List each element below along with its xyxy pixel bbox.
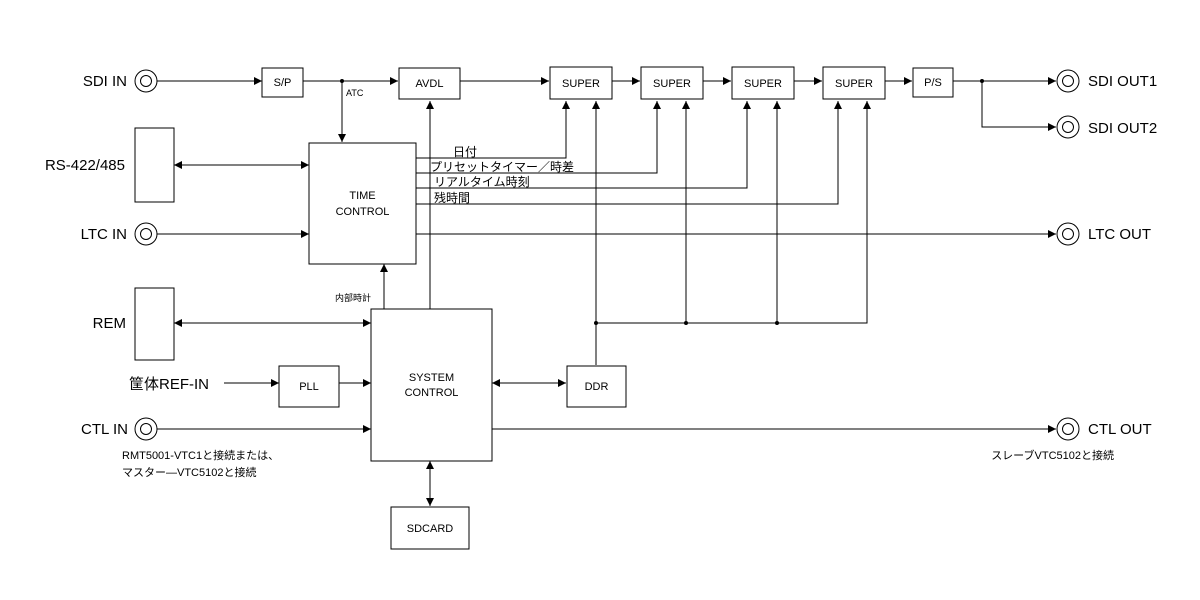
connectors <box>134 69 1080 441</box>
avdl-block <box>398 67 461 100</box>
ltc-out-connector-core-icon <box>1062 228 1074 240</box>
system-control-label-1: SYSTEM <box>409 372 454 384</box>
ltc-out-label: LTC OUT <box>1088 226 1151 243</box>
ctl-in-note-line-2: マスター—VTC5102と接続 <box>122 465 256 479</box>
super-label-1: SUPER <box>562 78 600 90</box>
junction-bus-3 <box>775 321 779 325</box>
ddr-label: DDR <box>585 381 609 393</box>
date-label: 日付 <box>453 145 477 159</box>
sdi-out2-label: SDI OUT2 <box>1088 120 1157 137</box>
super-block-3 <box>731 66 795 100</box>
sdi-out1-connector-core-icon <box>1062 75 1074 87</box>
internal-clock-label: 内部時計 <box>335 292 371 303</box>
wire-realtime-to-super3 <box>416 101 751 189</box>
ps-label: P/S <box>924 77 942 89</box>
wire-to-sdi-out2 <box>981 81 1056 131</box>
remaining-time-label: 残時間 <box>434 191 470 205</box>
ctl-out-note: スレーブVTC5102と接続 <box>991 448 1114 462</box>
super-block-1 <box>549 66 613 100</box>
sp-block <box>261 67 304 98</box>
ddr-block <box>566 365 627 408</box>
rem-connector-block <box>134 287 175 361</box>
ctl-in-note-line-1: RMT5001-VTC1と接続または、 <box>122 448 279 462</box>
wire-remaining-to-super4 <box>416 101 842 205</box>
super-label-4: SUPER <box>835 78 873 90</box>
atc-label: ATC <box>346 88 364 98</box>
ctl-out-label: CTL OUT <box>1088 421 1152 438</box>
ps-block <box>912 67 954 98</box>
sdi-in-label: SDI IN <box>83 73 127 90</box>
wires <box>157 77 1056 506</box>
sp-label: S/P <box>274 77 292 89</box>
preset-timer-label: プリセットタイマー／時差 <box>430 160 574 174</box>
super-block-2 <box>640 66 704 100</box>
sdi-out1-label: SDI OUT1 <box>1088 73 1157 90</box>
system-control-block <box>370 308 493 462</box>
time-control-label-1: TIME <box>349 190 375 202</box>
junction-atc <box>340 79 344 83</box>
sdi-in-connector-core-icon <box>140 75 152 87</box>
pll-label: PLL <box>299 381 319 393</box>
pll-block <box>278 365 340 408</box>
rem-label: REM <box>93 315 126 332</box>
sdcard-label: SDCARD <box>407 523 454 535</box>
time-control-label-2: CONTROL <box>336 206 390 218</box>
notes: RMT5001-VTC1と接続または、 マスター—VTC5102と接続 スレーブ… <box>122 448 1114 479</box>
ctl-in-label: CTL IN <box>81 421 128 438</box>
junction-sdi-out <box>980 79 984 83</box>
rs422-label: RS-422/485 <box>45 157 125 174</box>
wire-date-to-super1 <box>416 101 570 159</box>
junction-bus-1 <box>594 321 598 325</box>
sdcard-block <box>390 506 470 550</box>
time-control-block <box>308 142 417 265</box>
blocks: S/P AVDL SUPER SUPER SUPER SUPER P/S TIM… <box>134 66 954 550</box>
avdl-label: AVDL <box>416 78 444 90</box>
wire-bus-to-super4 <box>596 101 871 324</box>
wire-preset-to-super2 <box>416 101 661 174</box>
ltc-in-connector-core-icon <box>140 228 152 240</box>
rs422-connector-block <box>134 127 175 203</box>
super-block-4 <box>822 66 886 100</box>
realtime-label: リアルタイム時刻 <box>434 175 530 189</box>
junction-bus-2 <box>684 321 688 325</box>
ref-in-label: 筐体REF-IN <box>129 376 209 393</box>
ctl-in-connector-core-icon <box>140 423 152 435</box>
ltc-in-label: LTC IN <box>81 226 127 243</box>
ctl-out-connector-core-icon <box>1062 423 1074 435</box>
signal-labels: ATC 日付 プリセットタイマー／時差 リアルタイム時刻 残時間 内部時計 <box>335 88 574 303</box>
junction-dots <box>340 79 984 325</box>
super-label-2: SUPER <box>653 78 691 90</box>
super-label-3: SUPER <box>744 78 782 90</box>
sdi-out2-connector-core-icon <box>1062 121 1074 133</box>
port-labels: SDI IN RS-422/485 LTC IN REM 筐体REF-IN CT… <box>45 73 1157 438</box>
system-control-label-2: CONTROL <box>405 387 459 399</box>
